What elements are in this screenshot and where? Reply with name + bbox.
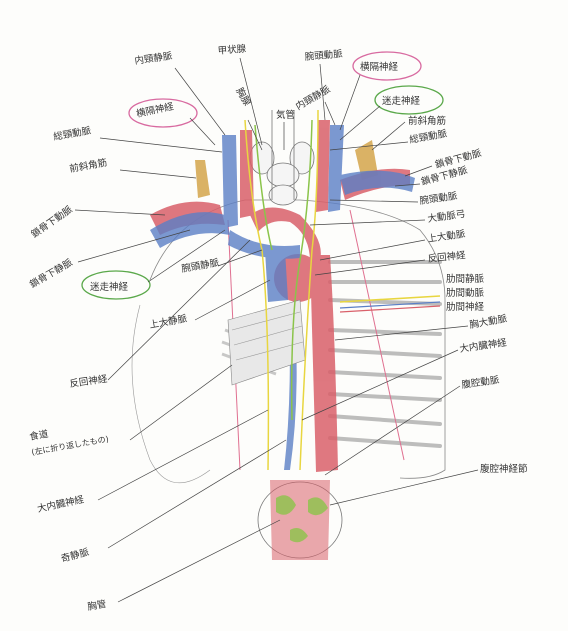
label-phrenic-nerve-left: 横隔神経	[135, 100, 175, 120]
label-recurrent-nerve-right: 反回神経	[427, 249, 467, 265]
label-esophagus-line1: 食道	[28, 428, 49, 443]
label-brachiocephalic-artery-right: 腕頭動脈	[419, 190, 459, 207]
label-thoracic-aorta: 胸大動脈	[468, 312, 508, 331]
label-common-carotid-right: 総頸動脈	[408, 127, 448, 146]
label-brachiocephalic-trunk-top: 腕頭動脈	[304, 48, 343, 63]
label-ascending-aorta: 上大動脈	[427, 228, 467, 245]
label-greater-splanchnic-nerve-left: 大内臓神経	[36, 493, 85, 515]
label-anterior-scalene-right: 前斜角筋	[408, 115, 446, 127]
label-phrenic-nerve-top: 横隔神経	[360, 61, 399, 73]
label-anterior-scalene-left: 前斜角筋	[68, 157, 108, 175]
label-internal-jugular-vein-2: 内頸静脈	[294, 83, 333, 113]
label-azygos-vein: 奇静脈	[60, 546, 91, 565]
label-thyroid-gland: 甲状腺	[217, 43, 247, 57]
label-thymus: 胸腺	[233, 86, 253, 109]
label-celiac-ganglion: 腹腔神経節	[480, 463, 528, 475]
label-intercostal-artery: 肋間動脈	[446, 287, 485, 299]
label-aortic-arch: 大動脈弓	[427, 208, 466, 225]
label-internal-jugular-vein: 内頸静脈	[134, 50, 174, 67]
label-intercostal-vein: 肋間静脈	[446, 273, 485, 285]
label-recurrent-nerve-left: 反回神経	[69, 373, 109, 390]
label-vagus-nerve-right: 迷走神経	[382, 95, 421, 107]
label-subclavian-vein-left: 鎖骨下静脈	[28, 256, 76, 290]
label-greater-splanchnic-nerve-right: 大内臓神経	[459, 336, 508, 355]
label-trachea: 気管	[276, 109, 295, 121]
label-abdominal-aorta: 腹腔動脈	[461, 374, 501, 391]
label-brachiocephalic-vein: 腕頭静脈	[180, 256, 220, 275]
celiac-region	[258, 480, 342, 560]
label-subclavian-artery-left: 鎖骨下動脈	[29, 203, 75, 240]
label-thoracic-duct: 胸管	[86, 598, 107, 613]
label-vagus-nerve-left: 迷走神経	[90, 281, 129, 293]
label-common-carotid-left: 総頸動脈	[52, 124, 92, 143]
label-superior-vena-cava: 上大静脈	[148, 312, 188, 331]
ribs	[330, 262, 440, 446]
label-intercostal-nerve: 肋間神経	[446, 301, 485, 313]
